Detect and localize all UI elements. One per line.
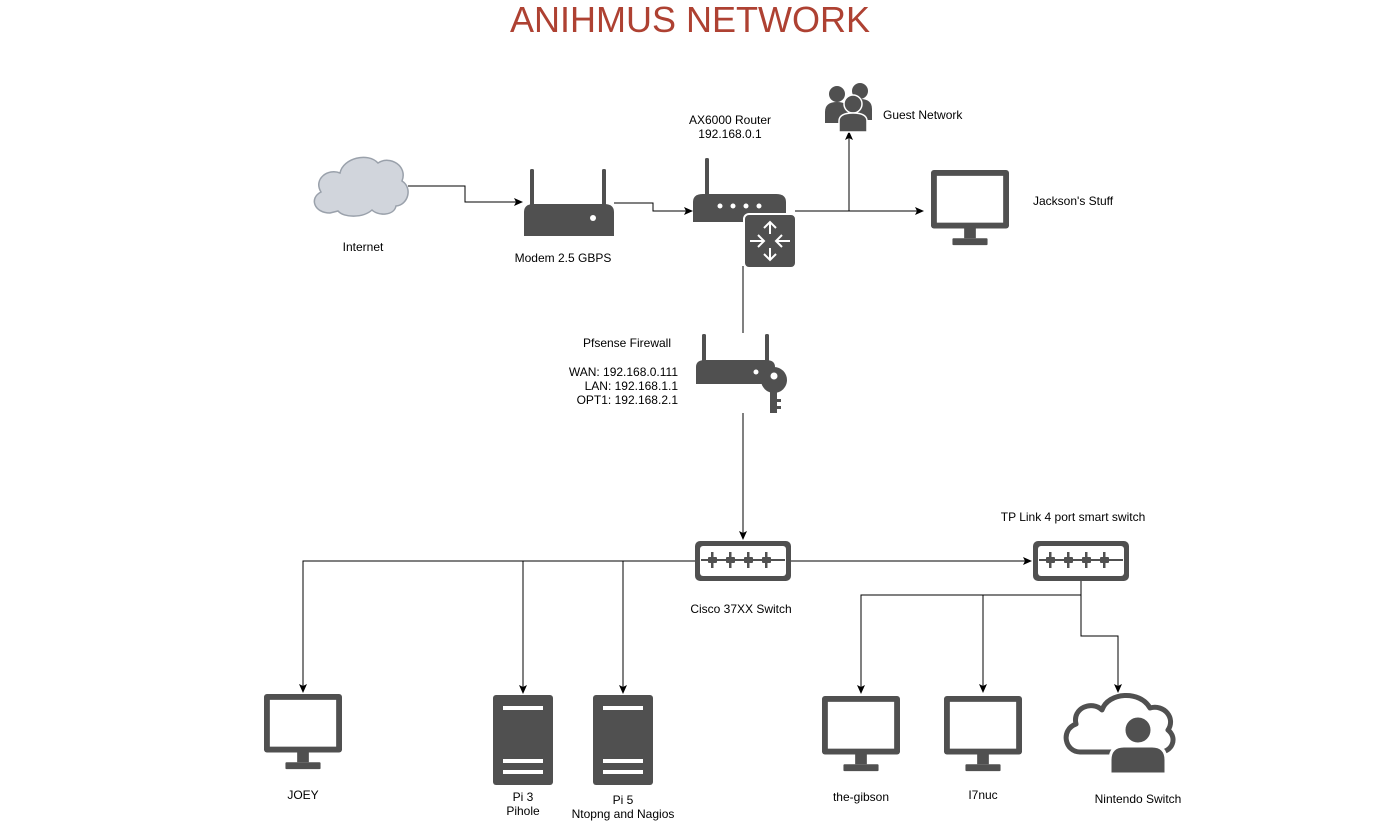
pi3-name: Pi 3 (512, 790, 534, 804)
internet-label: Internet (342, 240, 384, 254)
jackson-label: Jackson's Stuff (1033, 194, 1114, 208)
pi5-role: Ntopng and Nagios (571, 807, 675, 821)
monitor-icon (822, 696, 900, 772)
router-key-icon (696, 334, 787, 413)
firewall-name: Pfsense Firewall (582, 336, 672, 350)
cloud-user-icon (1063, 693, 1176, 776)
firewall-wan: WAN: 192.168.0.111 (568, 365, 678, 379)
joey-label: JOEY (287, 788, 319, 802)
switch-icon (695, 541, 791, 581)
wireless-router-icon (524, 169, 614, 236)
firewall-ips: WAN: 192.168.0.111 LAN: 192.168.1.1 OPT1… (569, 365, 678, 407)
link-cisco-pi3 (519, 560, 695, 694)
switch-icon (1033, 541, 1129, 581)
pi3-role: Pihole (506, 804, 540, 818)
nintendo-switch-label: Nintendo Switch (1094, 792, 1182, 806)
monitor-icon (931, 170, 1009, 246)
server-icon (593, 695, 653, 785)
i7nuc-label: I7nuc (968, 788, 998, 802)
pi5-name: Pi 5 (612, 793, 634, 807)
link-cisco-joey (299, 560, 695, 693)
link-modem-router (614, 202, 693, 215)
cisco-switch-label: Cisco 37XX Switch (690, 602, 792, 616)
link-tplink-nintendo (1080, 595, 1122, 693)
pi5-label: Pi 5 Ntopng and Nagios (572, 793, 675, 821)
cloud-icon (313, 156, 409, 217)
monitor-icon (264, 694, 342, 770)
pi3-label: Pi 3 Pihole (506, 790, 539, 818)
link-tplink-gibson (857, 581, 1082, 694)
server-icon (493, 695, 553, 785)
guest-network-label: Guest Network (883, 108, 963, 122)
router-ip: 192.168.0.1 (698, 127, 762, 141)
page-title: ANIHMUS NETWORK (510, 0, 870, 40)
link-cisco-pi5 (619, 560, 695, 694)
link-internet-modem (408, 185, 523, 206)
router-label: AX6000 Router 192.168.0.1 (689, 113, 771, 141)
monitor-icon (944, 696, 1022, 772)
tplink-switch-label: TP Link 4 port smart switch (1000, 510, 1146, 524)
users-group-icon (825, 83, 872, 133)
gibson-label: the-gibson (832, 790, 890, 804)
firewall-opt1: OPT1: 192.168.2.1 (576, 393, 678, 407)
firewall-lan: LAN: 192.168.1.1 (584, 379, 678, 393)
router-name: AX6000 Router (688, 113, 772, 127)
modem-label: Modem 2.5 GBPS (514, 251, 612, 265)
connections (299, 131, 1122, 694)
link-tplink-i7nuc (979, 594, 1081, 693)
router-with-switch-icon (693, 158, 797, 269)
